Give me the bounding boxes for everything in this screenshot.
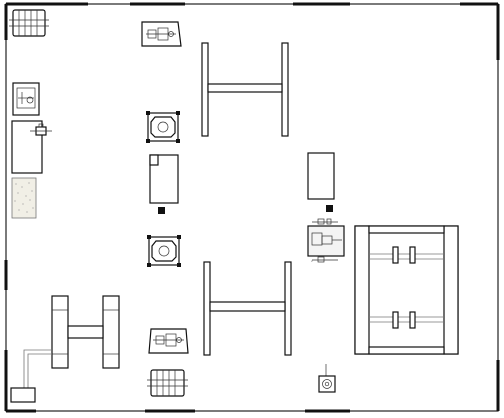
coil-unit-bottom-body	[150, 369, 185, 397]
valve-assembly-right: c	[307, 218, 345, 263]
coil-unit-body	[12, 9, 46, 37]
h-frame-lower-left-leg	[203, 261, 211, 356]
outer-wall	[5, 3, 499, 412]
octagonal-column-upper	[146, 111, 180, 143]
h-frame-upper-left-leg	[201, 42, 209, 137]
tank-center-right-marker	[326, 205, 333, 212]
rack-left-post	[354, 225, 370, 355]
h-frame-lower-right-leg	[284, 261, 292, 356]
drain-box	[10, 387, 36, 403]
rack-clamp-4	[409, 311, 416, 329]
tank-center-right-body	[307, 152, 335, 200]
svg-text:c: c	[311, 259, 313, 263]
rack-bottom-rail	[368, 346, 445, 355]
grating-panel-body	[11, 177, 37, 219]
octagonal-column-lower	[147, 235, 181, 267]
h-frame-upper-beam	[207, 83, 283, 93]
pump-skid-bottom	[148, 328, 189, 354]
cabinet-left	[11, 120, 52, 174]
coil-unit-top-left	[9, 9, 49, 37]
rack-clamp-2	[409, 246, 416, 264]
pump-skid-top	[141, 21, 182, 47]
h-frame-left-leg-1	[51, 295, 69, 369]
pump-skid-bottom-body	[148, 328, 189, 354]
room-perimeter	[4, 2, 500, 413]
control-panel-left	[12, 82, 40, 116]
rack-clamp-1	[392, 246, 399, 264]
grating-panel-left	[11, 177, 37, 219]
h-frame-lower	[203, 261, 292, 356]
tank-center-right	[307, 152, 335, 212]
valve-assembly-body	[307, 225, 345, 257]
tank-center-left-marker	[158, 207, 165, 214]
h-frame-left-leg-2	[102, 295, 120, 369]
h-frame-upper	[201, 42, 289, 137]
h-frame-lower-beam	[209, 301, 286, 312]
h-frame-left	[10, 295, 120, 403]
rack-outer-frame	[354, 225, 459, 355]
rack-right	[354, 225, 459, 355]
rack-right-post	[443, 225, 459, 355]
h-frame-left-beam	[67, 325, 104, 339]
rack-top-rail	[368, 225, 445, 234]
coil-unit-bottom	[147, 369, 188, 397]
motor-bottom-body	[318, 375, 336, 393]
motor-bottom	[318, 364, 336, 393]
tank-center-left	[149, 154, 179, 214]
h-frame-upper-right-leg	[281, 42, 289, 137]
rack-clamp-3	[392, 311, 399, 329]
